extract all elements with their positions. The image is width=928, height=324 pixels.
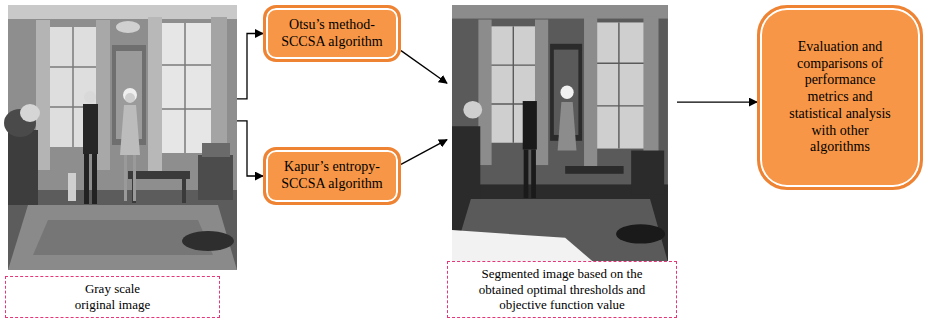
- photo-shape: [8, 5, 237, 19]
- photo-shape: [158, 108, 213, 110]
- photo-shape: [148, 17, 162, 177]
- photo-shape: [128, 171, 190, 179]
- flow-arrow: [401, 51, 447, 84]
- photo-shape: [452, 5, 668, 19]
- photo-shape: [184, 23, 186, 153]
- photo-shape: [158, 64, 213, 66]
- photo-shape: [565, 166, 623, 174]
- process-box: Kapur’s entropy- SCCSA algorithm: [263, 147, 401, 205]
- photo-shape: [616, 224, 665, 243]
- photo-shape: [8, 130, 38, 205]
- segmented-photo: [452, 5, 668, 262]
- box-label: Kapur’s entropy- SCCSA algorithm: [274, 159, 390, 193]
- flow-arrow: [237, 121, 263, 176]
- photo-shape: [593, 22, 645, 148]
- photo-shape: [452, 199, 668, 262]
- photo-shape: [68, 173, 76, 201]
- photo-shape: [72, 27, 74, 147]
- photo-shape: [124, 155, 127, 201]
- photo-shape: [36, 20, 50, 170]
- photo-shape: [83, 104, 98, 154]
- photo-shape: [593, 105, 645, 106]
- process-box: Otsu’s method- SCCSA algorithm: [263, 5, 401, 62]
- photo-shape: [524, 150, 529, 199]
- photo-shape: [8, 205, 237, 270]
- photo-shape: [202, 143, 230, 157]
- photo-shape: [116, 21, 140, 33]
- gray-photo: [4, 5, 237, 270]
- image-panel: Segmented image based on the obtained op…: [447, 5, 677, 318]
- photo-shape: [631, 151, 664, 195]
- photo-shape: [20, 104, 40, 122]
- caption-box: Segmented image based on the obtained op…: [447, 261, 677, 318]
- photo-shape: [593, 62, 645, 63]
- box-label: Evaluation and comparisons of performanc…: [788, 39, 892, 157]
- photo-shape: [643, 17, 658, 172]
- image-caption: Segmented image based on the obtained op…: [472, 266, 652, 313]
- photo-shape: [120, 105, 140, 155]
- photo-shape: [84, 154, 89, 204]
- photo-shape: [48, 66, 98, 68]
- photo-shape: [8, 5, 237, 270]
- photo-shape: [198, 155, 233, 200]
- photo-shape: [452, 230, 593, 262]
- photo-shape: [558, 102, 577, 151]
- photo-shape: [92, 154, 97, 204]
- photo-shape: [584, 17, 597, 172]
- photo-shape: [618, 22, 619, 148]
- image-caption: Gray scale original image: [67, 281, 159, 312]
- photo-shape: [490, 64, 537, 65]
- photo-shape: [84, 91, 96, 103]
- process-box: Evaluation and comparisons of performanc…: [757, 5, 923, 190]
- photo-shape: [478, 20, 491, 166]
- caption-box: Gray scale original image: [5, 276, 220, 318]
- photo-shape: [524, 88, 535, 100]
- photo-shape: [513, 26, 514, 142]
- photo-shape: [463, 101, 482, 118]
- box-label: Otsu’s method- SCCSA algorithm: [274, 17, 390, 51]
- photo-shape: [96, 20, 110, 170]
- photo-shape: [133, 155, 136, 201]
- photo-shape: [158, 23, 213, 153]
- photo-shape: [531, 150, 536, 199]
- photo-shape: [182, 231, 234, 251]
- photo-shape: [125, 93, 135, 103]
- photo-shape: [523, 101, 537, 149]
- photo-shape: [123, 88, 137, 102]
- flow-arrow: [677, 101, 757, 102]
- image-panel: Gray scale original image: [5, 5, 237, 318]
- flow-arrow: [401, 140, 447, 165]
- photo-shape: [452, 184, 668, 262]
- flow-arrow: [237, 34, 263, 99]
- photo-shape: [535, 20, 548, 166]
- photo-shape: [452, 126, 480, 199]
- photo-shape: [182, 179, 186, 203]
- photo-shape: [560, 86, 573, 100]
- photo-shape: [452, 5, 668, 262]
- photo-shape: [8, 190, 237, 270]
